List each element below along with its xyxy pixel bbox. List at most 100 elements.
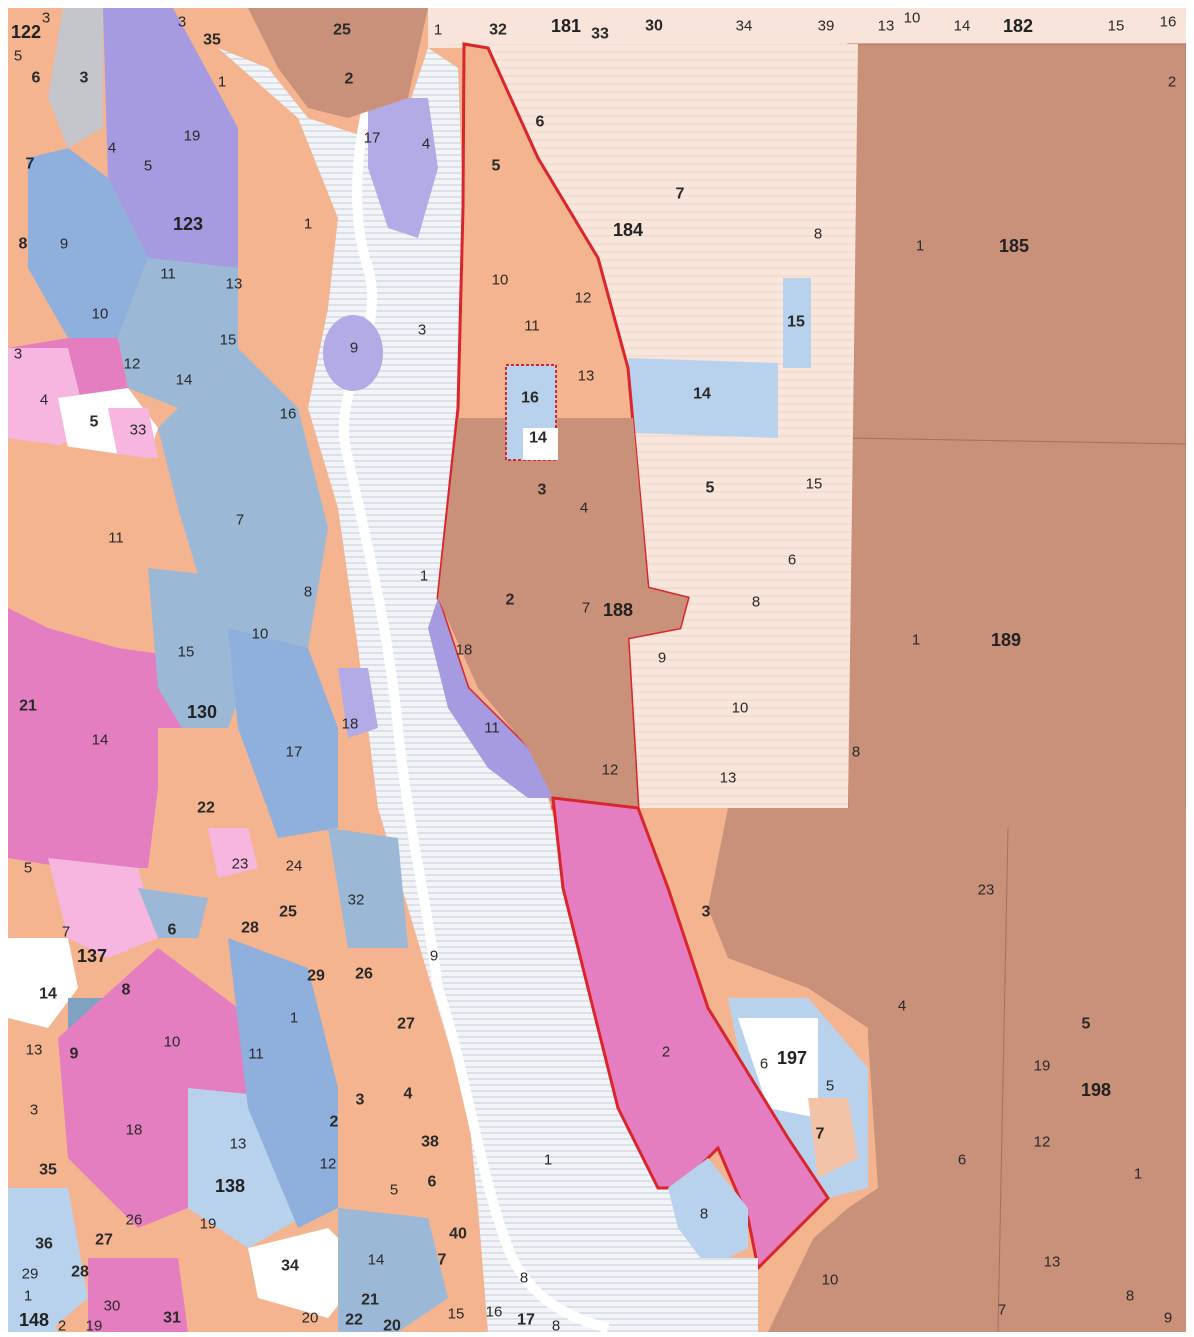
svg-text:4: 4 [404, 1086, 413, 1103]
svg-text:8: 8 [304, 584, 312, 601]
svg-text:14: 14 [368, 1252, 385, 1269]
svg-text:8: 8 [700, 1206, 708, 1223]
svg-text:15: 15 [178, 644, 195, 661]
svg-text:5: 5 [390, 1182, 398, 1199]
svg-text:12: 12 [1034, 1134, 1051, 1151]
svg-text:24: 24 [286, 858, 303, 875]
svg-text:10: 10 [904, 10, 921, 27]
svg-text:39: 39 [818, 18, 835, 35]
svg-text:21: 21 [361, 1292, 379, 1309]
svg-text:25: 25 [333, 22, 351, 39]
svg-text:9: 9 [430, 948, 438, 965]
svg-text:2: 2 [662, 1044, 670, 1061]
svg-text:1: 1 [304, 216, 312, 233]
svg-text:8: 8 [122, 982, 131, 999]
svg-text:3: 3 [178, 14, 186, 31]
svg-text:3: 3 [14, 346, 22, 363]
svg-text:31: 31 [163, 1310, 181, 1327]
svg-text:7: 7 [236, 512, 244, 529]
svg-text:8: 8 [1126, 1288, 1134, 1305]
top-strip [248, 8, 1186, 118]
svg-text:3: 3 [30, 1102, 38, 1119]
svg-text:15: 15 [787, 314, 805, 331]
svg-text:10: 10 [92, 306, 109, 323]
svg-text:29: 29 [22, 1266, 39, 1283]
svg-text:14: 14 [176, 372, 193, 389]
svg-text:3: 3 [702, 904, 711, 921]
svg-text:6: 6 [958, 1152, 966, 1169]
svg-text:16: 16 [521, 390, 539, 407]
svg-text:7: 7 [676, 186, 685, 203]
svg-text:189: 189 [991, 630, 1021, 650]
svg-text:14: 14 [529, 430, 547, 447]
svg-text:4: 4 [422, 136, 430, 153]
svg-text:6: 6 [536, 114, 545, 131]
river-strip [218, 48, 748, 1332]
svg-text:6: 6 [760, 1056, 768, 1073]
svg-text:19: 19 [200, 1216, 217, 1233]
svg-text:5: 5 [826, 1078, 834, 1095]
svg-text:9: 9 [70, 1046, 79, 1063]
svg-text:181: 181 [551, 16, 581, 36]
svg-text:5: 5 [1082, 1016, 1091, 1033]
svg-text:2: 2 [330, 1114, 339, 1131]
svg-text:6: 6 [168, 922, 177, 939]
svg-text:35: 35 [39, 1162, 57, 1179]
svg-text:13: 13 [230, 1136, 247, 1153]
svg-text:185: 185 [999, 236, 1029, 256]
svg-text:1: 1 [544, 1152, 552, 1169]
svg-text:17: 17 [517, 1312, 535, 1329]
svg-text:188: 188 [603, 600, 633, 620]
svg-text:4: 4 [40, 392, 48, 409]
svg-text:5: 5 [24, 860, 32, 877]
svg-text:9: 9 [350, 340, 358, 357]
svg-text:184: 184 [613, 220, 643, 240]
svg-text:5: 5 [144, 158, 152, 175]
svg-text:17: 17 [286, 744, 303, 761]
svg-text:1: 1 [1134, 1166, 1142, 1183]
svg-text:20: 20 [383, 1318, 401, 1333]
svg-text:15: 15 [1108, 18, 1125, 35]
svg-text:15: 15 [448, 1306, 465, 1323]
svg-text:1: 1 [420, 568, 428, 585]
svg-text:26: 26 [355, 966, 373, 983]
svg-text:9: 9 [1164, 1310, 1172, 1327]
svg-text:148: 148 [19, 1310, 49, 1330]
block-188-outline [428, 42, 690, 810]
svg-text:7: 7 [582, 600, 590, 617]
svg-text:27: 27 [95, 1232, 113, 1249]
right-blocks [448, 43, 1186, 1332]
svg-text:14: 14 [693, 386, 711, 403]
svg-text:122: 122 [11, 22, 41, 42]
svg-text:10: 10 [732, 700, 749, 717]
svg-text:4: 4 [580, 500, 588, 517]
svg-text:21: 21 [19, 698, 37, 715]
svg-text:16: 16 [486, 1304, 503, 1321]
svg-text:18: 18 [126, 1122, 143, 1139]
svg-text:35: 35 [203, 32, 221, 49]
svg-text:16: 16 [280, 406, 297, 423]
svg-text:3: 3 [356, 1092, 365, 1109]
svg-text:10: 10 [164, 1034, 181, 1051]
svg-text:2: 2 [506, 592, 515, 609]
svg-text:20: 20 [302, 1310, 319, 1327]
svg-text:5: 5 [90, 414, 99, 431]
svg-text:11: 11 [484, 720, 500, 737]
svg-text:2: 2 [58, 1318, 66, 1333]
svg-text:13: 13 [720, 770, 737, 787]
svg-text:6: 6 [428, 1174, 437, 1191]
svg-text:30: 30 [104, 1298, 121, 1315]
svg-text:182: 182 [1003, 16, 1033, 36]
svg-text:7: 7 [816, 1126, 825, 1143]
svg-text:32: 32 [348, 892, 365, 909]
svg-text:11: 11 [524, 318, 540, 335]
svg-text:9: 9 [658, 650, 666, 667]
svg-text:29: 29 [307, 968, 325, 985]
svg-text:6: 6 [32, 70, 41, 87]
svg-text:8: 8 [814, 226, 822, 243]
svg-text:5: 5 [706, 480, 715, 497]
svg-text:4: 4 [898, 998, 906, 1015]
svg-text:3: 3 [42, 10, 50, 27]
